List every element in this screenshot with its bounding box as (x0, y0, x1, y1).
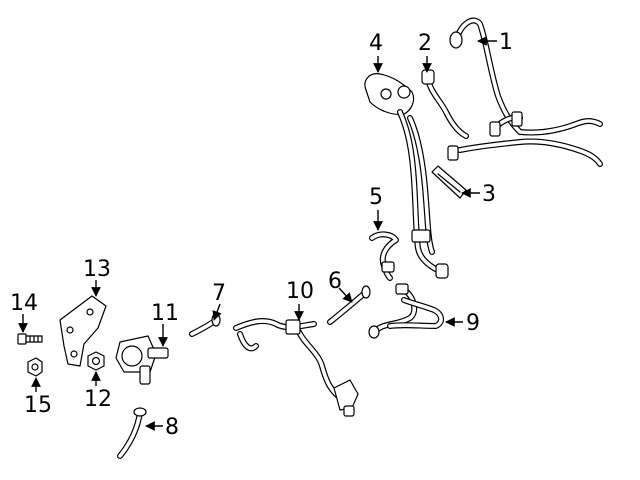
hose-connector (511, 111, 523, 127)
callout-6: 6 (328, 269, 342, 294)
callout-5: 5 (369, 185, 383, 210)
callout-3: 3 (482, 182, 496, 207)
pipe-bracket (411, 229, 431, 243)
part-6-short-hose (327, 285, 371, 325)
callout-14: 14 (10, 291, 38, 316)
part-9-hose (368, 283, 444, 339)
part-5-elbow-hose (369, 231, 399, 281)
callout-12: 12 (84, 387, 112, 412)
callout-2: 2 (418, 31, 432, 56)
reservoir-port (380, 88, 392, 100)
hose-end (368, 325, 380, 339)
hose-fitting (395, 283, 409, 295)
callout-10: 10 (286, 279, 314, 304)
part-1-coolant-hose (447, 17, 603, 167)
callout-7: 7 (212, 281, 226, 306)
callout-4: 4 (369, 31, 383, 56)
hose-end (449, 31, 463, 49)
hose-clamp (381, 261, 395, 273)
hose-connector (447, 145, 459, 161)
pump-housing (121, 345, 143, 367)
hose-connector (489, 121, 501, 137)
part-12-nut (87, 351, 105, 371)
pump-outlet (147, 347, 169, 359)
hose-tee (285, 319, 301, 335)
part-2-hose (421, 69, 469, 139)
leader-7 (212, 303, 222, 321)
part-15-nut (27, 357, 43, 377)
part-3-grommet (431, 165, 467, 199)
callout-15: 15 (24, 393, 52, 418)
pump-inlet (139, 365, 151, 385)
part-10-hose-assembly (233, 318, 359, 417)
hose-end (361, 285, 371, 299)
callout-labels: 1 2 3 4 5 6 7 8 9 10 11 12 13 14 15 (10, 30, 513, 440)
pipe-end (435, 263, 449, 279)
callout-1: 1 (499, 30, 513, 55)
callout-8: 8 (165, 415, 179, 440)
reservoir-port (397, 85, 411, 99)
leader-lines (18, 36, 497, 431)
part-11-water-pump (115, 335, 169, 385)
hose-end (343, 405, 355, 417)
hose-quick-connector (333, 379, 359, 411)
callout-13: 13 (83, 257, 111, 282)
callout-9: 9 (466, 311, 480, 336)
part-13-bracket (59, 295, 107, 367)
leader-6 (338, 287, 353, 303)
hose-end (421, 69, 435, 85)
part-14-bolt (17, 333, 43, 345)
hose-end (133, 407, 147, 417)
callout-11: 11 (151, 301, 179, 326)
part-4-pipe-assembly (364, 73, 449, 279)
part-8-curved-hose (117, 407, 147, 459)
